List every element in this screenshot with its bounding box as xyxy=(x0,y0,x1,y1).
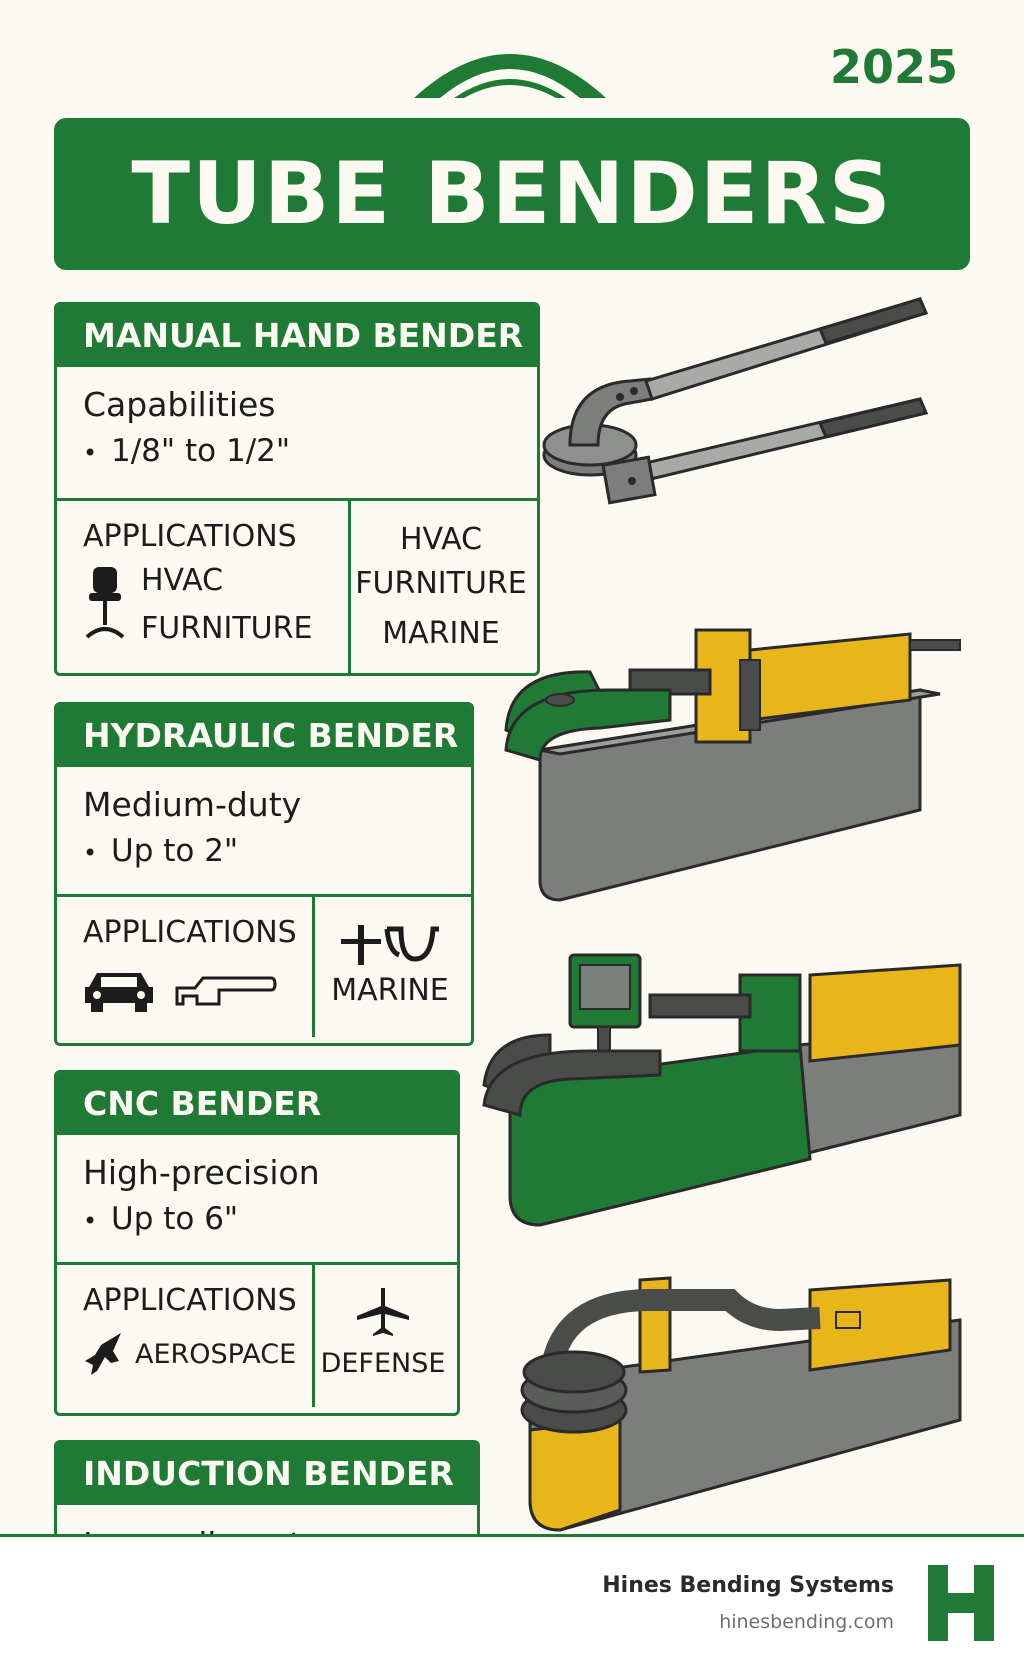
capability-bullet: •Up to 2" xyxy=(83,833,239,869)
application-item: AEROSPACE xyxy=(135,1339,297,1370)
use-item: HVAC xyxy=(399,522,483,557)
company-logo-icon xyxy=(928,1565,994,1641)
capability-value: Up to 6" xyxy=(111,1201,239,1237)
card-title: INDUCTION BENDER xyxy=(57,1443,477,1505)
year-label: 2025 xyxy=(830,40,959,94)
card-capabilities: High-precision •Up to 6" xyxy=(57,1135,457,1265)
use-item: FURNITURE xyxy=(355,566,527,601)
extra-uses: HVAC FURNITURE MARINE xyxy=(351,501,531,673)
use-item: MARINE xyxy=(331,973,449,1008)
use-item: MARINE xyxy=(382,616,500,651)
capability-title: High-precision xyxy=(83,1153,320,1192)
plane-and-anchor-icon xyxy=(341,925,439,965)
company-name: Hines Bending Systems xyxy=(602,1573,894,1598)
page-title: TUBE BENDERS xyxy=(131,144,893,244)
capability-bullet: •1/8" to 1/2" xyxy=(83,433,291,469)
footer: Hines Bending Systems hinesbending.com xyxy=(0,1537,1024,1666)
capability-value: Up to 2" xyxy=(111,833,239,869)
applications-left: APPLICATIONS HVAC FURNITURE xyxy=(57,501,351,673)
capability-value: 1/8" to 1/2" xyxy=(111,433,291,469)
card-hydraulic-bender: HYDRAULIC BENDER Medium-duty •Up to 2" A… xyxy=(54,702,474,1046)
card-manual-hand-bender: MANUAL HAND BENDER Capabilities •1/8" to… xyxy=(54,302,540,676)
card-title: MANUAL HAND BENDER xyxy=(57,305,537,367)
use-item: DEFENSE xyxy=(320,1348,446,1379)
application-item: HVAC xyxy=(141,563,224,598)
card-capabilities: Capabilities •1/8" to 1/2" xyxy=(57,367,537,501)
applications-left: APPLICATIONS AEROSPACE xyxy=(57,1265,315,1407)
chair-icon xyxy=(85,567,125,639)
applications-left: APPLICATIONS xyxy=(57,897,315,1037)
card-applications: APPLICATIONS AEROSPACE DEFENSE xyxy=(57,1265,457,1407)
jet-icon xyxy=(85,1333,121,1375)
applications-label: APPLICATIONS xyxy=(83,1283,297,1318)
applications-label: APPLICATIONS xyxy=(83,519,297,554)
company-url-link[interactable]: hinesbending.com xyxy=(719,1611,894,1633)
induction-bender-illustration xyxy=(520,1276,962,1532)
capability-bullet: •Up to 6" xyxy=(83,1201,239,1237)
car-icon xyxy=(85,973,153,1012)
hydraulic-bender-illustration xyxy=(504,628,961,902)
extra-uses: MARINE xyxy=(315,897,465,1037)
airplane-icon xyxy=(357,1288,409,1336)
applications-label: APPLICATIONS xyxy=(83,915,297,950)
card-capabilities: Medium-duty •Up to 2" xyxy=(57,767,471,897)
card-applications: APPLICATIONS HVAC FURNITURE HVAC FURNITU… xyxy=(57,501,537,673)
pipe-icon xyxy=(175,976,277,1006)
application-item: FURNITURE xyxy=(141,611,313,646)
logo-arc-icon xyxy=(414,54,606,98)
title-banner: TUBE BENDERS xyxy=(54,118,970,270)
capability-title: Capabilities xyxy=(83,385,276,424)
capability-title: Medium-duty xyxy=(83,785,302,824)
card-cnc-bender: CNC BENDER High-precision •Up to 6" APPL… xyxy=(54,1070,460,1416)
card-title: CNC BENDER xyxy=(57,1073,457,1135)
card-title: HYDRAULIC BENDER xyxy=(57,705,471,767)
extra-uses: DEFENSE xyxy=(315,1265,451,1407)
cnc-bender-illustration xyxy=(482,953,962,1227)
manual-hand-bender-illustration xyxy=(542,297,929,505)
footer-divider xyxy=(0,1534,1024,1537)
card-applications: APPLICATIONS xyxy=(57,897,471,1037)
